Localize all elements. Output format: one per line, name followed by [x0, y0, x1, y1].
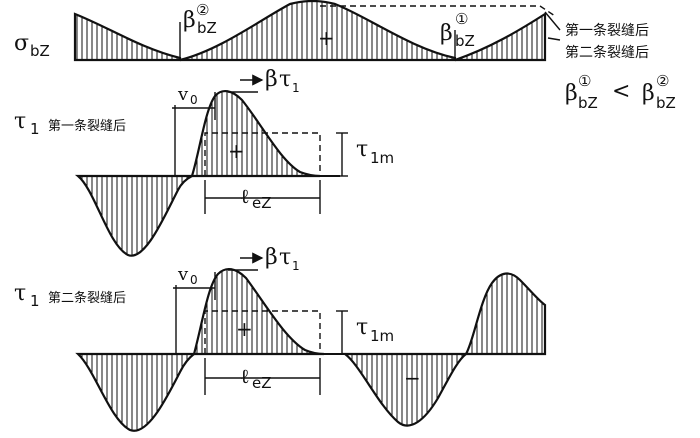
- beta-left-sub: bZ: [197, 19, 217, 37]
- tau2-plus-sign: +: [236, 317, 253, 341]
- sigma-dashed-envelope: [320, 5, 556, 17]
- legend-second-crack: 第二条裂缝后: [565, 44, 649, 61]
- tau1-symbol: τ: [14, 109, 26, 134]
- tau1m-label: τ: [356, 137, 368, 162]
- beta-tau-label: β: [265, 67, 278, 92]
- sigma-plus-sign: +: [318, 26, 335, 50]
- inequality-beta-1: β: [565, 81, 578, 106]
- beta-inequality: β ① bZ < β ② bZ: [565, 72, 676, 112]
- beta-tau-sub-2: 1: [292, 259, 300, 273]
- tau2-symbol: τ: [14, 281, 26, 306]
- tau2-minus-sign: −: [404, 366, 421, 390]
- tau2-mean-rect: [204, 310, 321, 354]
- inequality-beta-1-sub: bZ: [578, 94, 598, 112]
- sigma-left-lobe: [73, 12, 182, 62]
- lez-label: ℓ: [240, 184, 250, 208]
- beta-right-sup: ①: [455, 10, 468, 28]
- inequality-operator: <: [612, 79, 630, 104]
- beta-right-sub: bZ: [455, 32, 475, 50]
- tau2-positive-lobe-2: [464, 272, 547, 356]
- inequality-beta-2-sup: ②: [656, 72, 669, 90]
- legend-first-crack: 第一条裂缝后: [565, 22, 649, 39]
- tau1m-sub-2: 1m: [370, 327, 394, 345]
- sigma-symbol: σ: [14, 31, 29, 56]
- beta-tau-symbol: τ: [279, 67, 291, 92]
- beta-left: β: [183, 8, 196, 33]
- beta-right: β: [440, 21, 453, 46]
- legend-leader-2: [547, 37, 561, 41]
- tau1-symbol-sub: 1: [30, 120, 40, 138]
- tau1-mean-rect: [204, 132, 321, 176]
- sigma-panel: σ bZ + β ② bZ β ① bZ 第一条裂缝后 第二条裂缝后 β ① b…: [14, 0, 676, 112]
- tau2-negative-lobe-2: [341, 352, 470, 427]
- v0-label: v: [177, 84, 189, 105]
- tau1-plus-sign: +: [228, 139, 245, 163]
- tau2-symbol-sub: 1: [30, 292, 40, 310]
- sigma-symbol-sub: bZ: [30, 42, 50, 60]
- v0-sub: 0: [190, 93, 198, 107]
- inequality-beta-2: β: [642, 81, 655, 106]
- tau2-positive-lobe-1: [192, 268, 325, 356]
- lez-sub: eZ: [252, 194, 272, 212]
- tau1-caption-first: 第一条裂缝后: [48, 118, 126, 134]
- lez-sub-2: eZ: [252, 374, 272, 392]
- tau-first-crack-panel: τ 1 第一条裂缝后 v 0 β τ 1 + τ 1m ℓ eZ: [14, 67, 394, 257]
- beta-tau-sub: 1: [292, 81, 300, 95]
- beta-tau-symbol-2: τ: [279, 245, 291, 270]
- beta-left-sup: ②: [196, 1, 209, 19]
- lez-label-2: ℓ: [240, 364, 250, 388]
- sigma-central-lobe: [179, 0, 457, 62]
- tau2-caption-second: 第二条裂缝后: [48, 290, 126, 306]
- tau1-negative-lobe: [74, 174, 193, 257]
- sigma-right-lobe: [454, 11, 547, 62]
- tau1m-sub: 1m: [370, 149, 394, 167]
- tau-second-crack-panel: τ 1 第二条裂缝后 v 0 β τ 1 + − τ 1m ℓ eZ: [14, 245, 547, 432]
- tau1m-label-2: τ: [356, 315, 368, 340]
- v0-sub-2: 0: [190, 273, 198, 287]
- legend-leader-1: [544, 11, 561, 31]
- inequality-beta-1-sup: ①: [578, 72, 591, 90]
- inequality-beta-2-sub: bZ: [656, 94, 676, 112]
- v0-label-2: v: [177, 264, 189, 285]
- beta-tau-label-2: β: [265, 245, 278, 270]
- tau2-negative-lobe-1: [75, 352, 198, 432]
